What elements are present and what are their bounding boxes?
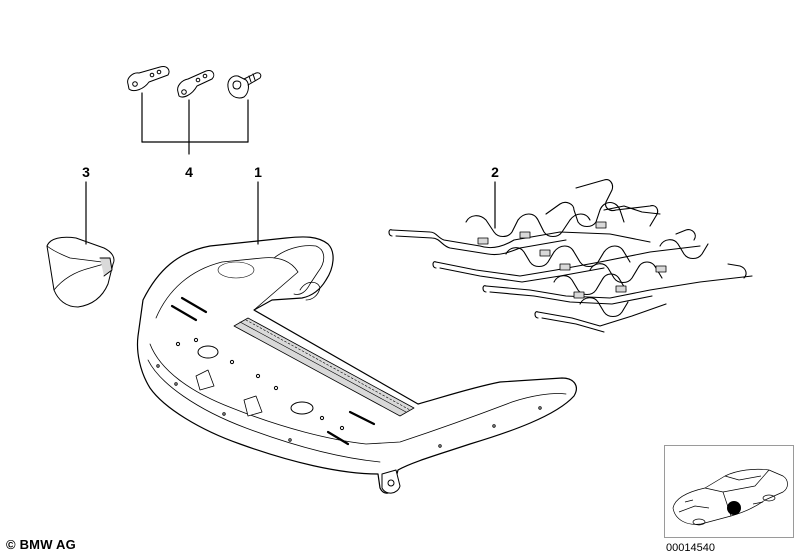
location-dot-icon	[727, 501, 741, 515]
part-4-leader-lines	[141, 92, 249, 155]
location-thumbnail	[664, 445, 794, 538]
reference-number: 00014540	[666, 542, 715, 554]
part-3-cover[interactable]	[46, 236, 115, 308]
callout-part-1: 1	[254, 164, 262, 180]
copyright-text: © BMW AG	[6, 537, 76, 552]
callout-part-3: 3	[82, 164, 90, 180]
part-4-screw[interactable]	[227, 72, 262, 99]
car-outline-icon	[672, 468, 788, 526]
callout-part-4: 4	[185, 164, 193, 180]
part-1-seat-shell[interactable]	[136, 236, 577, 494]
part-2-spring-mat[interactable]	[388, 179, 753, 333]
part-4-bracket-right[interactable]	[177, 70, 215, 98]
callout-part-2: 2	[491, 164, 499, 180]
part-4-bracket-left[interactable]	[127, 66, 170, 92]
